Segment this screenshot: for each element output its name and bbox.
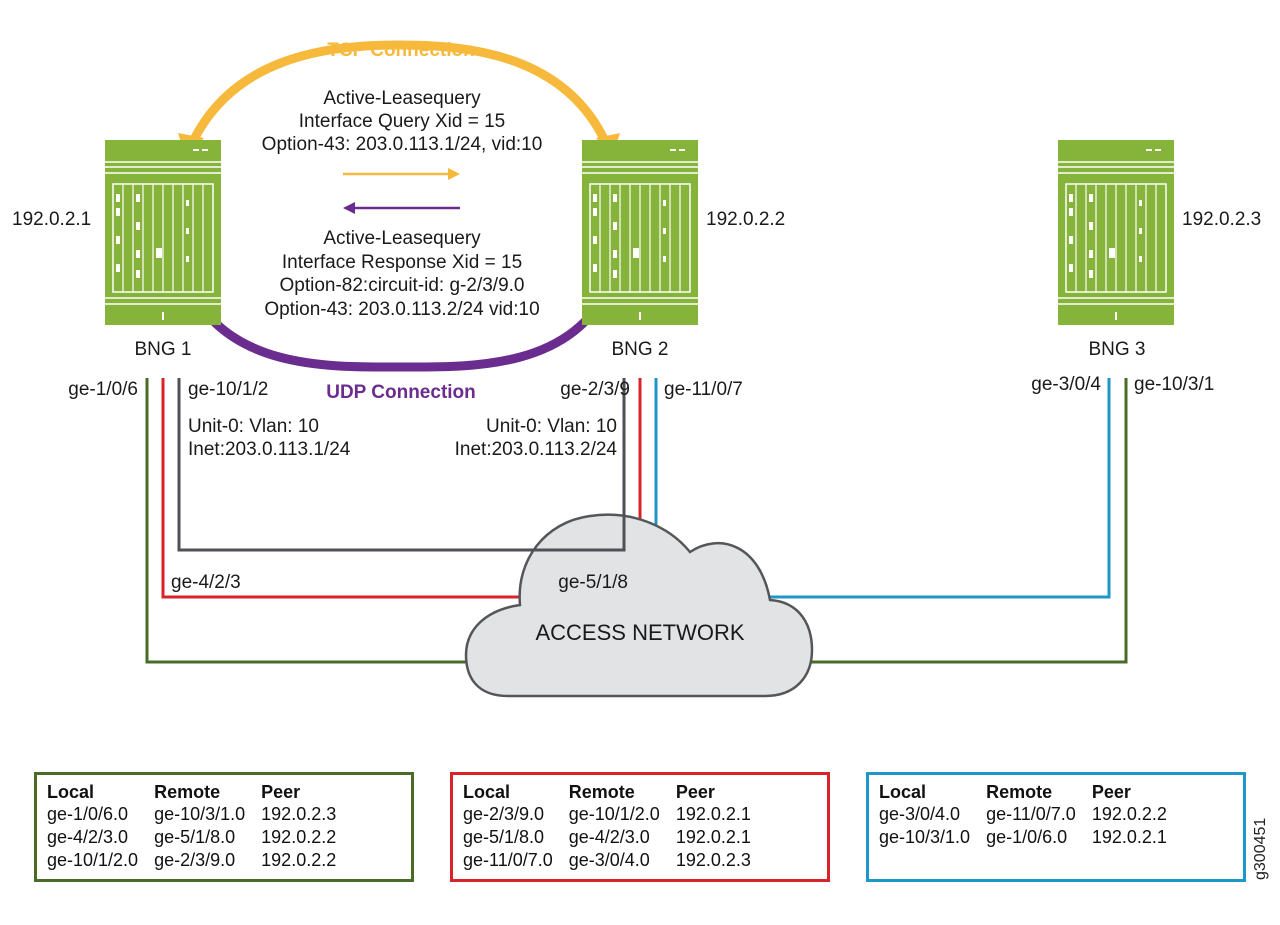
table-green: Local Remote Peer ge-1/0/6.0 ge-10/3/1.0 192… [34, 772, 414, 882]
table-row: ge-3/0/4.0 ge-11/0/7.0 192.0.2.2 [879, 803, 1183, 826]
cell-local: ge-10/3/1.0 [879, 827, 971, 847]
port-bng2-right: ge-11/0/7 [664, 379, 743, 400]
col-peer: Peer [675, 782, 715, 802]
query-line-3: Option-43: 203.0.113.1/24, vid:10 [262, 134, 543, 155]
port-access-right: ge-5/1/8 [558, 572, 628, 593]
table-row: ge-10/1/2.0 ge-2/3/9.0 192.0.2.2 [47, 849, 352, 872]
bng2-unit-line-1: Unit-0: Vlan: 10 [486, 416, 617, 437]
cell-remote: ge-10/3/1.0 [154, 804, 246, 824]
port-bng3-right: ge-10/3/1 [1134, 374, 1214, 395]
response-line-1: Active-Leasequery [323, 228, 481, 249]
cell-peer: 192.0.2.1 [1091, 827, 1167, 847]
link-gray [177, 378, 626, 552]
cell-local: ge-10/1/2.0 [47, 850, 139, 870]
cell-peer: 192.0.2.1 [675, 827, 751, 847]
col-peer: Peer [261, 782, 301, 802]
cell-local: ge-2/3/9.0 [463, 804, 545, 824]
bng1-unit-line-1: Unit-0: Vlan: 10 [188, 416, 319, 437]
bng2-unit-line-2: Inet:203.0.113.2/24 [455, 439, 618, 460]
col-remote: Remote [986, 782, 1053, 802]
bng1-ip: 192.0.2.1 [12, 209, 91, 230]
bng2-ip: 192.0.2.2 [706, 209, 785, 230]
table-blue: Local Remote Peer ge-3/0/4.0 ge-11/0/7.0 192… [866, 772, 1246, 882]
query-line-1: Active-Leasequery [323, 88, 481, 109]
bng2-name: BNG 2 [611, 339, 668, 360]
col-remote: Remote [568, 782, 635, 802]
port-bng2-left: ge-2/3/9 [560, 379, 630, 400]
link-red [161, 378, 642, 599]
query-line-2: Interface Query Xid = 15 [299, 111, 505, 132]
cell-remote: ge-1/0/6.0 [986, 827, 1068, 847]
table-red: Local Remote Peer ge-2/3/9.0 ge-10/1/2.0 192… [450, 772, 830, 882]
table-row: ge-11/0/7.0 ge-3/0/4.0 192.0.2.3 [463, 849, 767, 872]
bng3-ip: 192.0.2.3 [1182, 209, 1261, 230]
link-blue [654, 378, 1111, 599]
cell-local: ge-1/0/6.0 [47, 804, 129, 824]
cell-remote: ge-5/1/8.0 [154, 827, 236, 847]
cell-peer: 192.0.2.1 [675, 804, 751, 824]
udp-connection-label: UDP Connection [326, 382, 476, 403]
port-bng1-right: ge-10/1/2 [188, 379, 268, 400]
col-peer: Peer [1091, 782, 1131, 802]
cell-local: ge-11/0/7.0 [463, 850, 553, 870]
port-bng3-left: ge-3/0/4 [1031, 374, 1101, 395]
cell-peer: 192.0.2.3 [261, 804, 337, 824]
bng1-name: BNG 1 [134, 339, 191, 360]
cell-remote: ge-11/0/7.0 [986, 804, 1076, 824]
table-row: ge-10/3/1.0 ge-1/0/6.0 192.0.2.1 [879, 826, 1183, 849]
table-row: ge-5/1/8.0 ge-4/2/3.0 192.0.2.1 [463, 826, 767, 849]
cell-peer: 192.0.2.2 [261, 850, 337, 870]
table-row: ge-1/0/6.0 ge-10/3/1.0 192.0.2.3 [47, 803, 352, 826]
bng1-unit-line-2: Inet:203.0.113.1/24 [188, 439, 351, 460]
cell-local: ge-3/0/4.0 [879, 804, 961, 824]
tcp-connection-label: TCP Connection [327, 40, 474, 61]
response-line-4: Option-43: 203.0.113.2/24 vid:10 [264, 299, 539, 320]
col-local: Local [47, 782, 95, 802]
cell-peer: 192.0.2.2 [261, 827, 337, 847]
cell-remote: ge-2/3/9.0 [154, 850, 236, 870]
cell-local: ge-4/2/3.0 [47, 827, 129, 847]
response-arrow [343, 202, 460, 214]
cell-remote: ge-3/0/4.0 [568, 850, 650, 870]
router-bng1 [104, 139, 222, 326]
cloud-label: ACCESS NETWORK [535, 620, 744, 645]
port-bng1-left: ge-1/0/6 [68, 379, 138, 400]
cell-peer: 192.0.2.3 [675, 850, 751, 870]
cell-remote: ge-10/1/2.0 [568, 804, 660, 824]
col-local: Local [463, 782, 511, 802]
col-local: Local [879, 782, 927, 802]
response-line-2: Interface Response Xid = 15 [282, 252, 522, 273]
port-access-left: ge-4/2/3 [171, 572, 241, 593]
cell-remote: ge-4/2/3.0 [568, 827, 650, 847]
col-remote: Remote [154, 782, 221, 802]
cell-local: ge-5/1/8.0 [463, 827, 545, 847]
bng3-name: BNG 3 [1088, 339, 1145, 360]
router-bng2 [581, 139, 699, 326]
access-network-cloud: ACCESS NETWORK [464, 513, 814, 698]
table-row: ge-2/3/9.0 ge-10/1/2.0 192.0.2.1 [463, 803, 767, 826]
router-bng3 [1057, 139, 1175, 326]
figure-id: g300451 [1252, 817, 1269, 880]
response-line-3: Option-82:circuit-id: g-2/3/9.0 [279, 275, 524, 296]
query-arrow [343, 168, 460, 180]
cell-peer: 192.0.2.2 [1091, 804, 1167, 824]
table-row: ge-4/2/3.0 ge-5/1/8.0 192.0.2.2 [47, 826, 352, 849]
